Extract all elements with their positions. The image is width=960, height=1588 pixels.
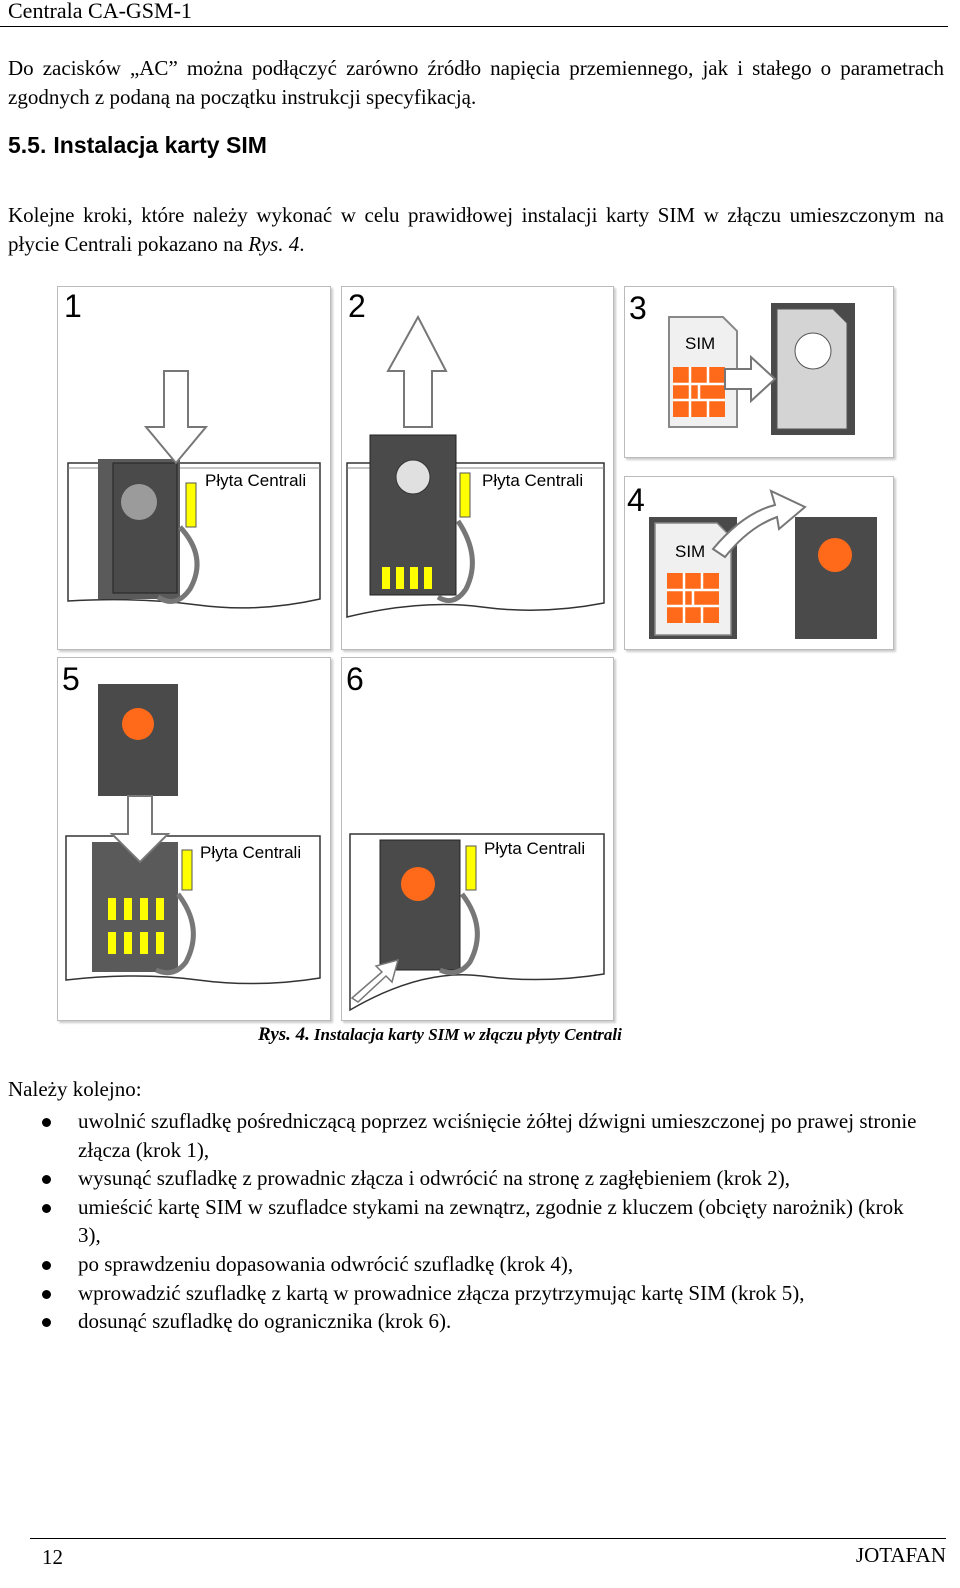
step-5-number: 5 [62,661,80,697]
list-item: uwolnić szufladkę pośredniczącą poprzez … [0,1107,920,1164]
lever-spring [436,519,475,604]
step-2-number: 2 [348,288,366,324]
step-3-illustration: 3 SIM [629,290,855,435]
step-1-illustration: 1 Płyta Centrali [64,288,321,609]
figure-panel-step-6: 6 Płyta Centrali [341,657,614,1021]
contact [410,567,418,589]
board-label: Płyta Centrali [484,839,585,858]
bullet [42,1203,51,1213]
running-header: Centrala CA-GSM-1 [0,0,948,27]
lever-spring [154,892,196,976]
board-label: Płyta Centrali [200,843,301,862]
footer-rule [30,1538,946,1539]
figure-caption: Rys. 4.Instalacja karty SIM w złączu pły… [258,1024,622,1046]
figure-panel-step-2: 2 Płyta Centrali [341,286,614,650]
contact [396,567,404,589]
sim-tray [112,462,178,594]
lever-spring [438,892,480,976]
figure-panel-step-1: 1 Płyta Centrali [57,286,331,650]
step-3-number: 3 [629,290,647,326]
step-text: dosunąć szufladkę do ogranicznika (krok … [78,1309,452,1334]
step-text: wysunąć szufladkę z prowadnic złącza i o… [78,1166,790,1191]
contact [140,898,148,920]
contact [424,567,432,589]
contact [124,932,132,954]
steps-intro: Należy kolejno: [8,1077,142,1101]
contact [140,932,148,954]
step-6-illustration: 6 Płyta Centrali [346,661,605,1012]
board-label: Płyta Centrali [482,471,583,490]
connector-frame [92,842,178,972]
release-lever [181,849,193,891]
step-text: umieścić kartę SIM w szufladce stykami n… [78,1194,904,1248]
list-item: wprowadzić szufladkę z kartą w prowadnic… [0,1279,920,1308]
step-6-number: 6 [346,661,364,697]
bullet [42,1260,51,1270]
section-paragraph: Kolejne kroki, które należy wykonać w ce… [8,201,944,259]
step-2-illustration: 2 Płyta Centrali [346,288,605,618]
list-item: po sprawdzeniu dopasowania odwrócić szuf… [0,1250,920,1279]
contact [156,898,164,920]
board-label: Płyta Centrali [205,471,306,490]
header-title: Centrala CA-GSM-1 [8,0,192,23]
section-paragraph-end: . [299,232,305,256]
footer-brand: JOTAFAN [855,1543,946,1567]
step-text: po sprawdzeniu dopasowania odwrócić szuf… [78,1251,574,1276]
figure-reference: Rys. 4 [248,232,300,256]
section-paragraph-text: Kolejne kroki, które należy wykonać w ce… [8,203,944,256]
tray-hole [818,538,852,572]
bullet [42,1289,51,1299]
intro-paragraph: Do zacisków „AC” można podłączyć zarówno… [8,56,944,109]
contact [382,567,390,589]
sim-chip [665,571,721,625]
list-item: wysunąć szufladkę z prowadnic złącza i o… [0,1164,920,1193]
pull-arrow [386,314,448,428]
steps-list: uwolnić szufladkę pośredniczącą poprzez … [0,1107,920,1336]
page-number: 12 [42,1545,63,1569]
sim-label: SIM [685,334,715,353]
section-title: Instalacja karty SIM [53,132,267,158]
figure-panel-step-3: 3 SIM [624,286,894,458]
step-text: uwolnić szufladkę pośredniczącą poprzez … [78,1109,917,1162]
contact [156,932,164,954]
sim-chip [671,365,727,419]
step-1-number: 1 [64,288,82,324]
release-lever [459,472,471,518]
sim-tray [379,839,461,971]
tray-hole [122,708,154,740]
section-number: 5.5. [8,132,47,158]
caption-ref: Rys. 4. [258,1024,310,1045]
step-4-number: 4 [627,482,645,518]
sim-tray-flipped [795,517,877,639]
contact [108,898,116,920]
flip-arrow [711,489,807,559]
list-item: dosunąć szufladkę do ogranicznika (krok … [0,1307,920,1336]
step-text: wprowadzić szufladkę z kartą w prowadnic… [78,1280,805,1305]
tray-hole [794,332,832,370]
list-item: umieścić kartę SIM w szufladce stykami n… [0,1193,920,1250]
figure-panel-step-4: 4 SIM [624,476,894,650]
tray-hole [401,867,435,901]
release-lever [465,845,477,891]
tray-hole [121,484,157,520]
step-4-illustration: 4 SIM [627,482,877,639]
insert-arrow [724,354,777,404]
caption-text: Instalacja karty SIM w złączu płyty Cent… [313,1025,622,1044]
contact [108,932,116,954]
step-5-illustration: 5 Płyta Centrali [62,661,321,985]
push-arrow [143,370,209,465]
contact [124,898,132,920]
sim-label: SIM [675,542,705,561]
bullet [42,1175,51,1185]
figure-panel-step-5: 5 Płyta Centrali [57,657,331,1021]
insert-arrow [109,795,171,864]
bullet [42,1318,51,1328]
section-heading: 5.5.Instalacja karty SIM [8,132,267,159]
tray-hole [395,459,431,495]
push-arrow [350,958,400,1003]
lever-spring [156,525,200,604]
bullet [42,1118,51,1127]
release-lever [185,482,197,528]
